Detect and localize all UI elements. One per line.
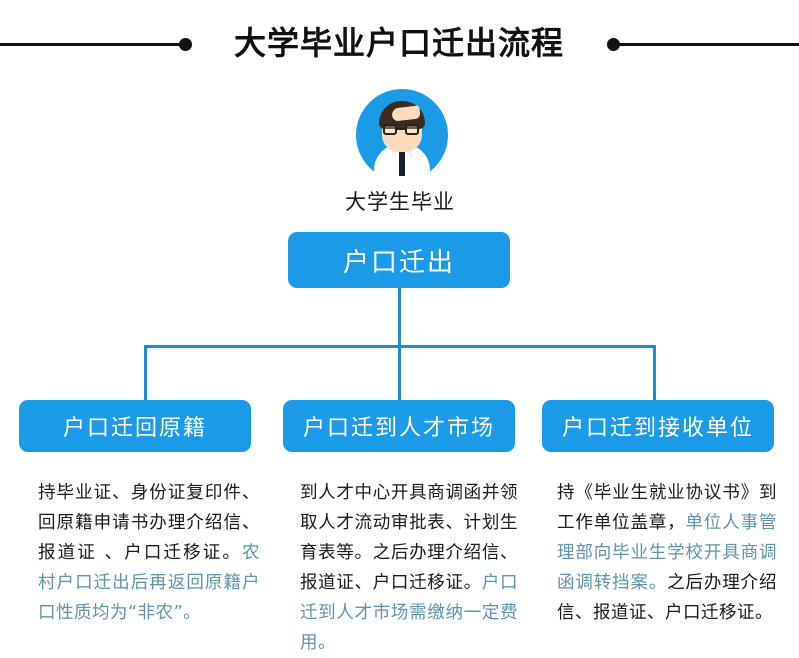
flow-node-root[interactable]: 户口迁出: [288, 232, 510, 288]
glasses-lens-left: [383, 124, 397, 135]
graduate-student-avatar: [356, 89, 448, 184]
avatar-collar-left: [392, 144, 402, 160]
glasses-icon: [383, 124, 421, 135]
title-rule-left: [0, 43, 186, 46]
branch-3-text-plain-start: 持《毕业生就业协议书》到工作单位盖章，: [557, 483, 777, 533]
flow-node-branch-2[interactable]: 户口迁到人才市场: [283, 400, 515, 452]
branch-description-1: 持毕业证、身份证复印件、回原籍申请书办理介绍信、报道证 、户口迁移证。农村户口迁…: [38, 478, 260, 628]
title-dot-left-icon: [179, 38, 192, 51]
glasses-bridge: [397, 128, 405, 130]
glasses-lens-right: [405, 124, 419, 135]
branch-3-text-highlight: 单位人事管理部向毕业生学校开具商调函调转挡案。: [557, 513, 778, 593]
connector-drop-middle: [398, 345, 401, 400]
branch-1-text-highlight: 农村户口迁出后再返回原籍户口性质均为“非农”。: [38, 543, 260, 623]
branch-2-text-highlight: 户口迁到人才市场需缴纳一定费用。: [300, 573, 519, 653]
title-rule-right: [613, 43, 799, 46]
flow-node-branch-1[interactable]: 户口迁回原籍: [19, 400, 251, 452]
page-title: 大学毕业户口迁出流程: [233, 24, 564, 62]
avatar-tie: [399, 146, 405, 176]
connector-root-stem: [398, 287, 401, 347]
branch-2-text-plain-start: 到人才中心开具商调函并领取人才流动审批表、计划生育表等。之后办理介绍信、报道证、…: [300, 483, 518, 593]
avatar-collar-right: [402, 144, 412, 160]
avatar-label: 大学生毕业: [345, 190, 455, 214]
connector-drop-right: [653, 345, 656, 400]
branch-description-3: 持《毕业生就业协议书》到工作单位盖章，单位人事管理部向毕业生学校开具商调函调转挡…: [557, 478, 777, 628]
flow-node-branch-3[interactable]: 户口迁到接收单位: [542, 400, 774, 452]
branch-description-2: 到人才中心开具商调函并领取人才流动审批表、计划生育表等。之后办理介绍信、报道证、…: [300, 478, 518, 658]
branch-3-text-plain-end: 之后办理介绍信、报道证、户口迁移证。: [557, 573, 778, 623]
header-banner: 大学毕业户口迁出流程: [0, 20, 799, 70]
branch-1-text-plain-start: 持毕业证、身份证复印件、回原籍申请书办理介绍信、报道证 、户口迁移证。: [38, 483, 260, 563]
connector-drop-left: [144, 345, 147, 400]
